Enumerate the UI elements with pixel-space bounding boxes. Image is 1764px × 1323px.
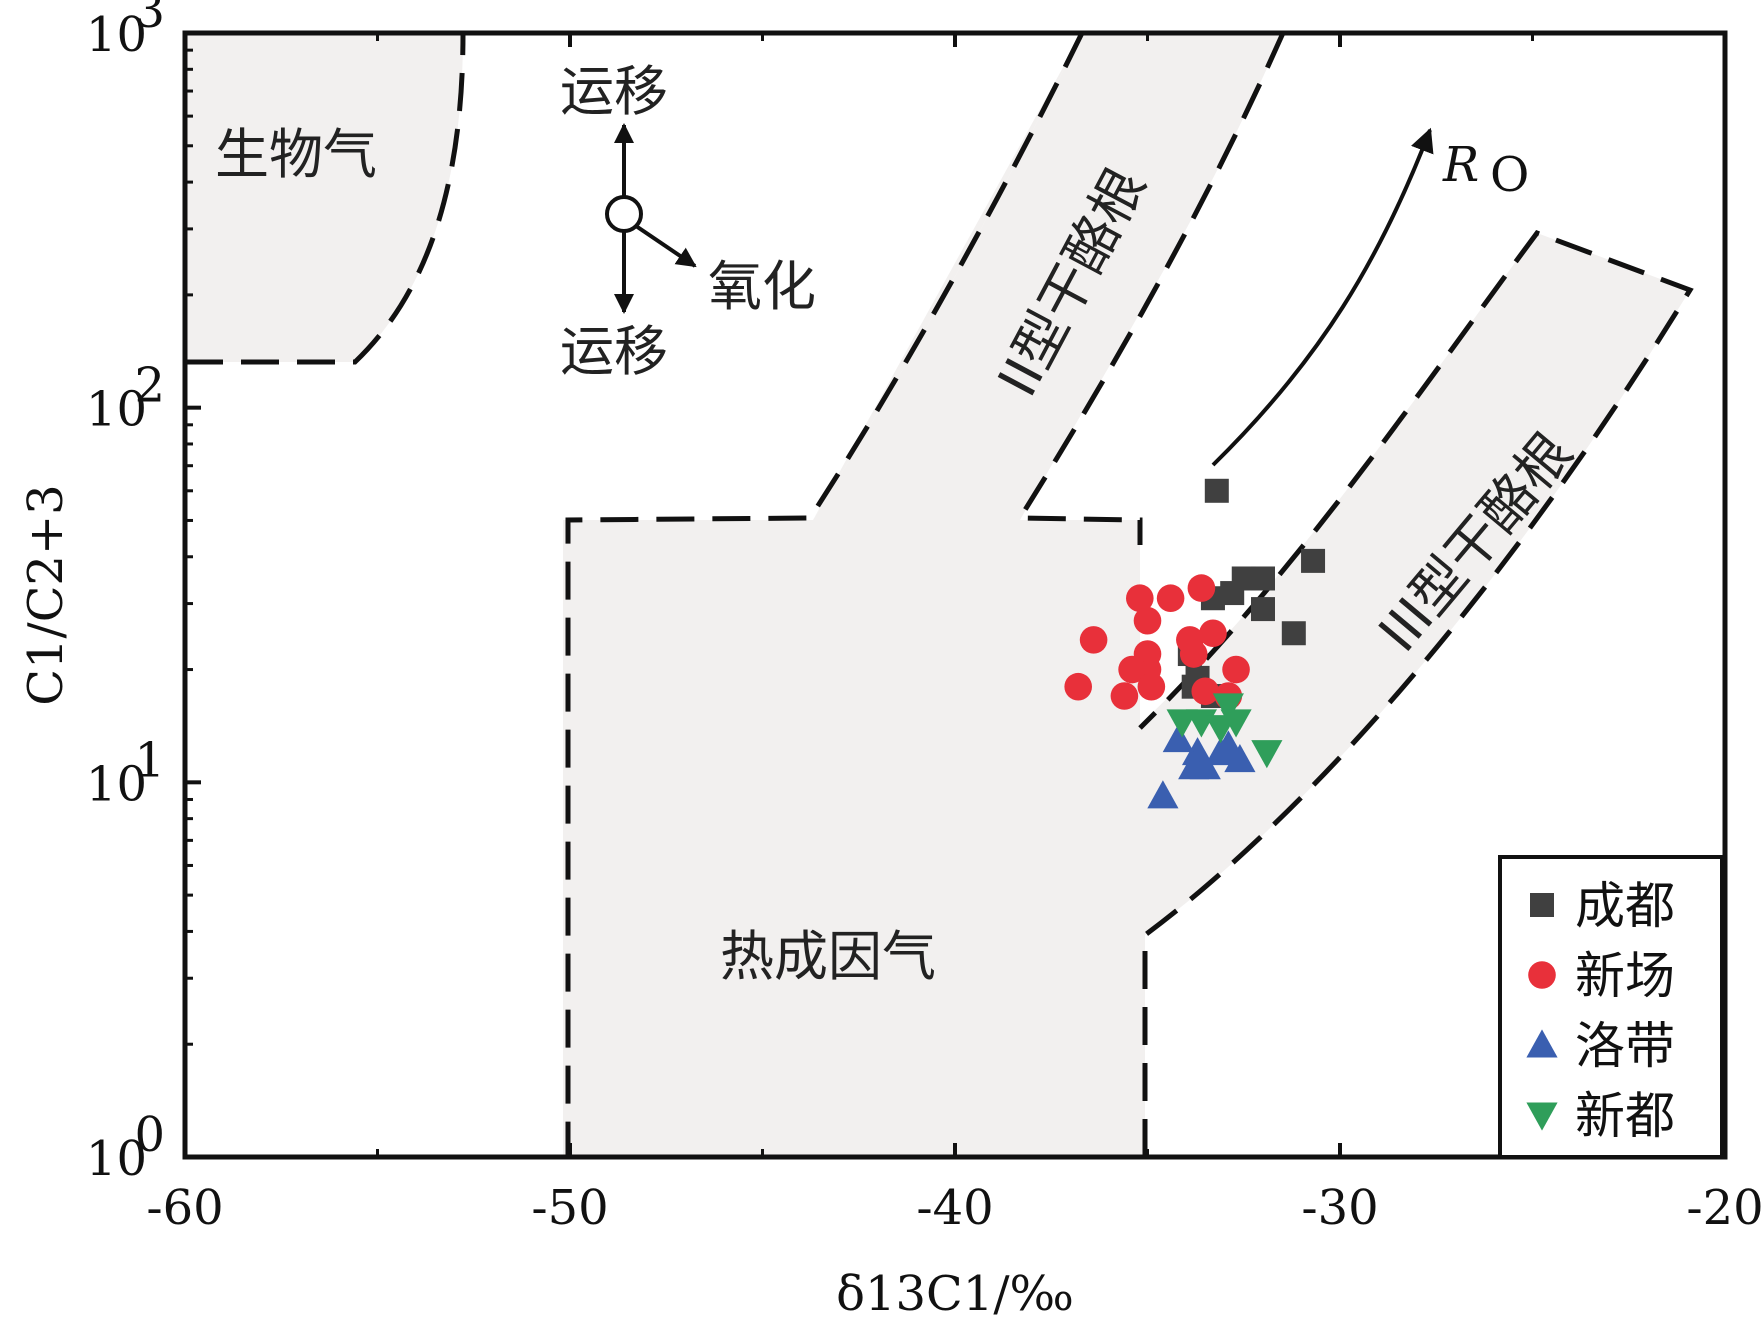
data-point-square [1281, 621, 1306, 646]
legend-label: 洛带 [1575, 1017, 1675, 1075]
data-point-triangle-up [1147, 780, 1179, 809]
data-point-square [1204, 478, 1229, 503]
y-tick-exponent: 3 [134, 0, 165, 39]
type2-inner-boundary [1015, 31, 1286, 545]
data-point-square [1251, 597, 1275, 622]
data-point-square [1301, 548, 1326, 573]
data-point-triangle-down [1220, 709, 1252, 738]
data-point-triangle-down [1251, 740, 1283, 769]
y-tick-label: 10 [86, 1131, 147, 1187]
migration-down-label: 运移 [560, 320, 668, 383]
data-point-circle [1222, 655, 1250, 684]
y-tick-label: 10 [86, 756, 147, 812]
data-point-triangle-down [1212, 693, 1244, 722]
type2-region-fill-left [813, 33, 1082, 520]
y-tick-exponent: 1 [134, 732, 165, 788]
data-point-triangle-up [1162, 724, 1194, 753]
biogenic-region-fill [185, 33, 463, 362]
x-axis-title: δ13C1/‰ [836, 1266, 1074, 1322]
y-tick-label: 10 [86, 7, 147, 63]
x-tick-label: -60 [146, 1180, 223, 1236]
migration-up-label: 运移 [560, 60, 668, 123]
data-point-circle [1126, 584, 1154, 613]
process-arrows [605, 123, 1434, 467]
ro-maturity-arrow [1211, 127, 1434, 467]
y-axis-title: C1/C2+3 [18, 484, 74, 705]
biogenic-gas-label: 生物气 [215, 123, 377, 186]
legend-label: 新都 [1575, 1087, 1675, 1145]
data-point-circle [1064, 672, 1092, 701]
y-tick-exponent: 0 [134, 1107, 165, 1163]
type3-boundary [1138, 230, 1694, 1157]
oxidation-arrow [634, 224, 697, 268]
data-point-circle [1110, 682, 1139, 710]
data-point-circle [1156, 584, 1185, 613]
y-tick-exponent: 2 [134, 358, 165, 414]
legend-label: 成都 [1575, 877, 1675, 935]
legend-marker-triangle-up [1526, 1029, 1558, 1058]
legend-marker-circle [1528, 961, 1556, 989]
data-point-square [1251, 566, 1275, 591]
x-tick-label: -30 [1301, 1180, 1378, 1236]
data-point-circle [1179, 640, 1208, 668]
data-point-circle [1118, 655, 1146, 684]
x-tick-label: -20 [1686, 1180, 1763, 1236]
axis-titles: δ13C1/‰ C1/C2+3 [18, 484, 1074, 1322]
legend-marker-square [1530, 893, 1554, 917]
legend-marker-triangle-down [1526, 1102, 1558, 1131]
y-tick-label: 10 [86, 382, 147, 438]
thermogenic-outer-boundary [565, 31, 1085, 1157]
data-point-circle [1187, 574, 1216, 602]
data-point-circle [1199, 619, 1227, 648]
thermogenic-gas-label: 热成因气 [720, 925, 936, 988]
legend-label: 新场 [1575, 947, 1675, 1005]
ro-subscript: O [1490, 147, 1529, 203]
data-point-triangle-up [1205, 737, 1237, 766]
x-tick-label: -50 [531, 1180, 608, 1236]
data-points [1064, 478, 1326, 809]
type2-region-fill [813, 33, 1283, 520]
data-point-triangle-up [1189, 751, 1221, 780]
origin-circle [605, 195, 643, 233]
x-tick-label: -40 [916, 1180, 993, 1236]
data-point-circle [1133, 606, 1162, 635]
oxidation-label: 氧化 [708, 255, 816, 318]
biogenic-region-boundary [185, 32, 466, 365]
ro-label: R [1442, 137, 1479, 193]
data-point-circle [1079, 626, 1108, 654]
annotations: 运移 运移 氧化 R O [560, 60, 1529, 383]
data-point-circle [1137, 672, 1166, 701]
data-point-circle [1191, 677, 1220, 706]
